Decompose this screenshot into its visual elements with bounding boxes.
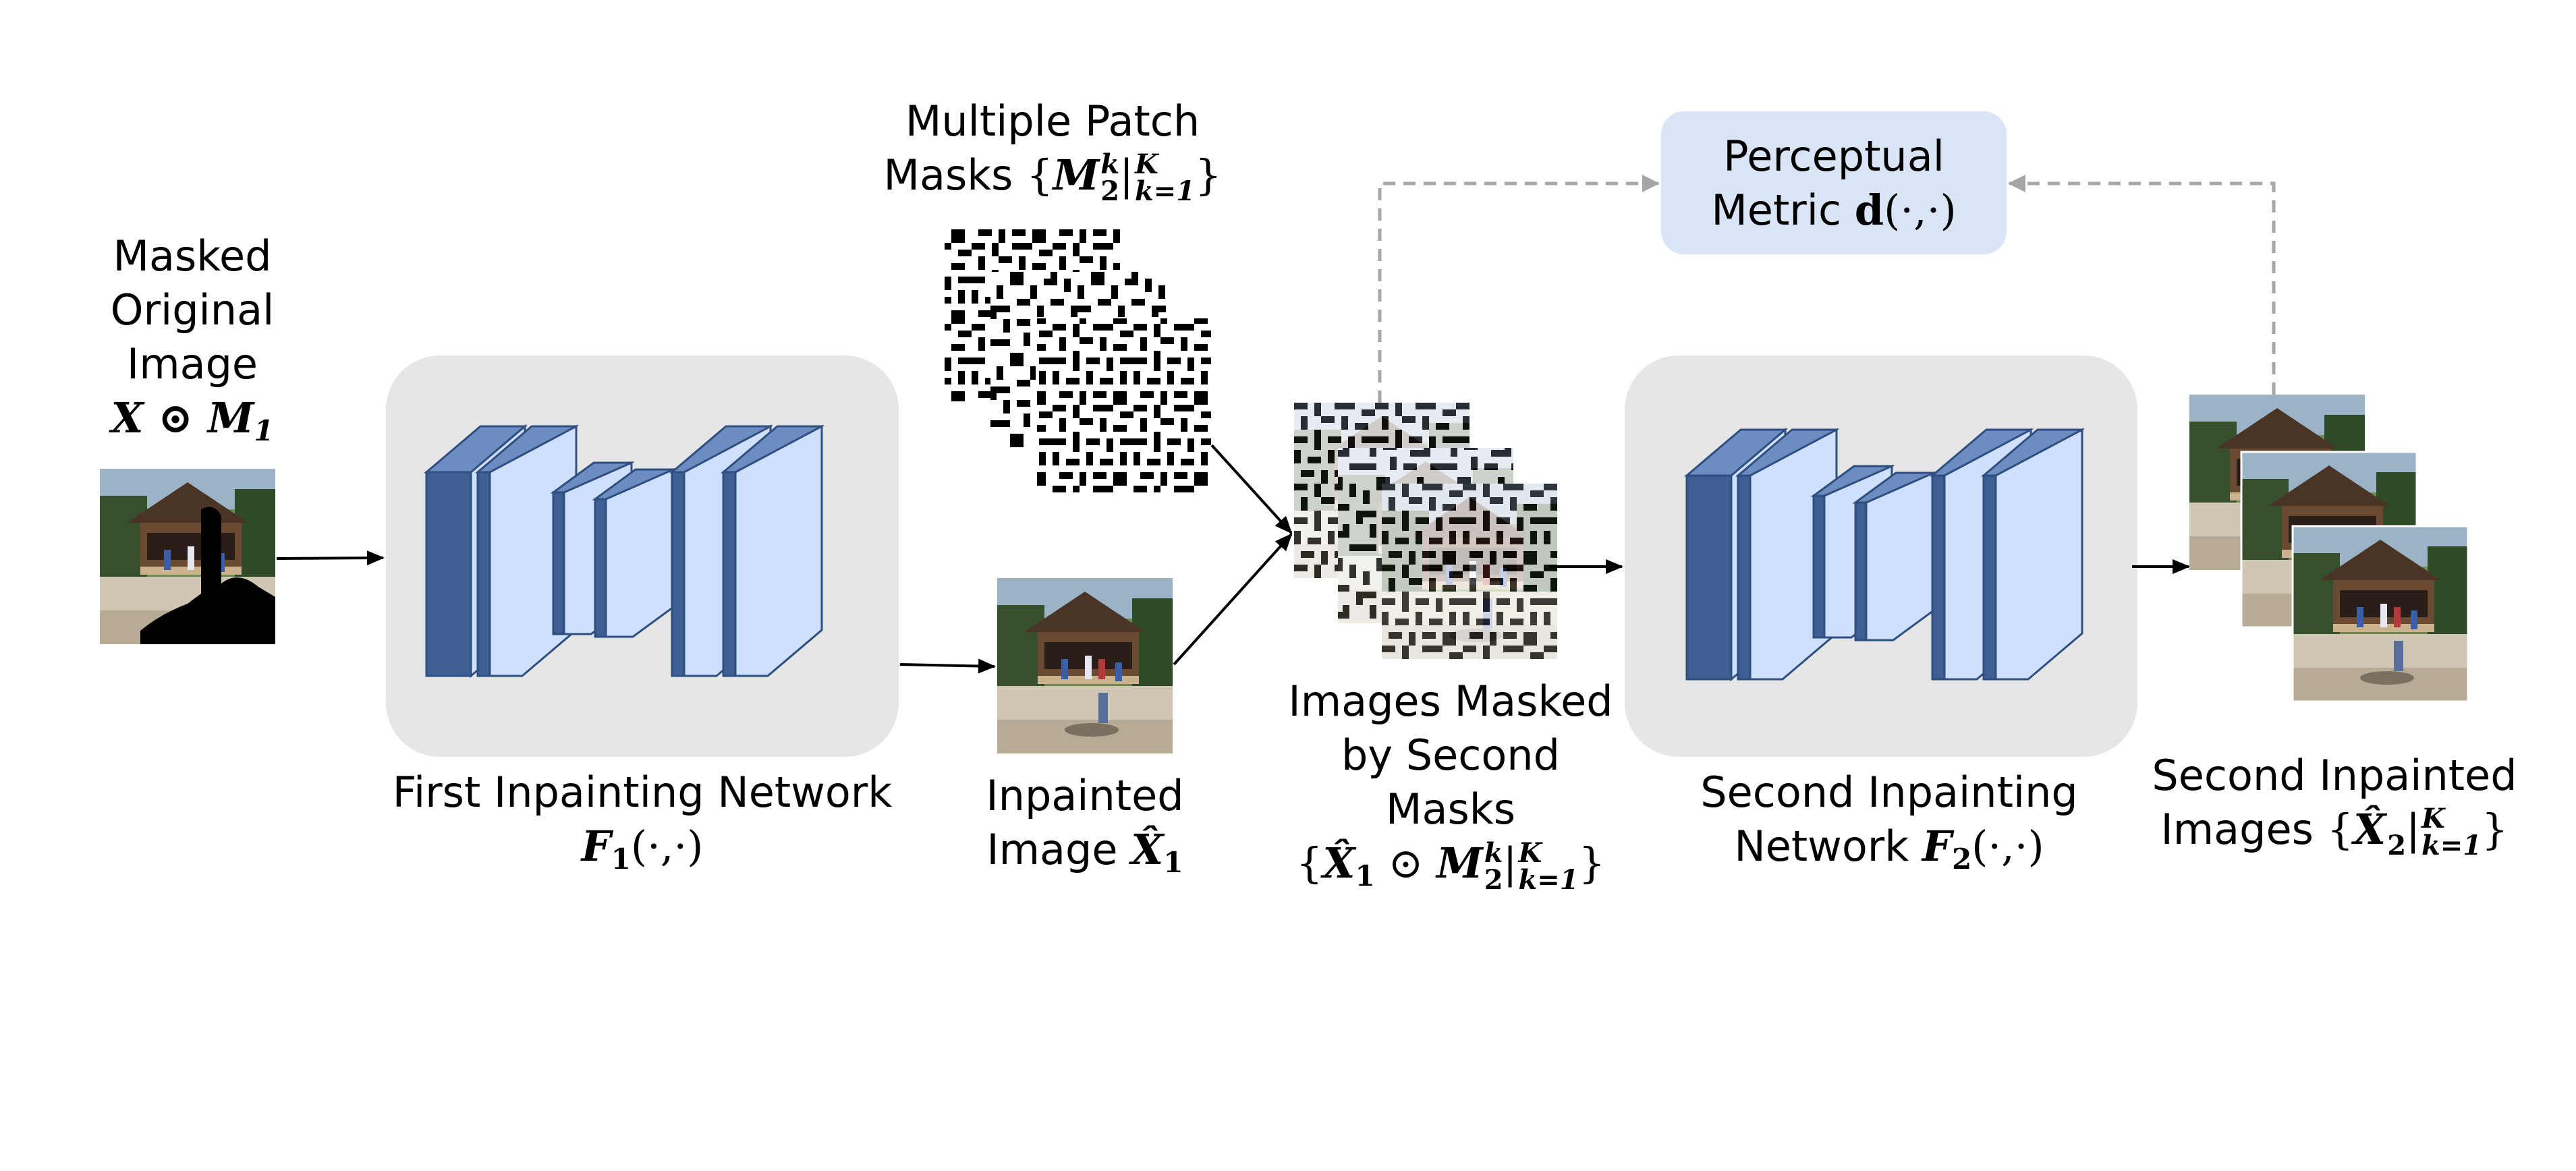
math-odot: ⊙ <box>1388 838 1424 888</box>
math-bar: | <box>2406 805 2420 854</box>
perceptual-metric-box <box>1661 111 2007 254</box>
math-sub-2: 2 <box>1951 842 1972 876</box>
masked-original-formula: X ⊙ M1 <box>81 391 304 458</box>
math-m: M <box>1053 150 1100 200</box>
math-bar: | <box>1119 150 1134 200</box>
math-args: (·,·) <box>1884 185 1957 235</box>
second-inpainted-line1: Second Inpainted <box>2152 751 2517 800</box>
math-xhat: X̂ <box>1322 838 1355 888</box>
perceptual-metric-label: Perceptual Metric d(·,·) <box>1661 130 2007 237</box>
math-xhat: X̂ <box>2353 805 2386 854</box>
arrow-inpainted-to-combined <box>1173 533 1293 666</box>
perceptual-line1: Perceptual <box>1723 132 1944 181</box>
math-sub-1: 1 <box>1355 859 1375 892</box>
math-sup-K: K <box>1518 836 1542 869</box>
math-sup-k: k <box>1484 836 1503 869</box>
patch-masks-stack <box>945 226 1212 494</box>
mask-region-icon <box>140 507 275 644</box>
math-rbrace: } <box>1195 150 1222 200</box>
masked-original-line1: Masked <box>113 231 272 281</box>
math-sub-2: 2 <box>1100 175 1120 207</box>
inpainted-line1: Inpainted <box>986 771 1184 820</box>
masked-original-line2: Original <box>110 285 275 335</box>
math-sub-1: 1 <box>611 842 631 876</box>
patch-masks-line1: Multiple Patch <box>905 96 1200 146</box>
math-args: (·,·) <box>1971 822 2044 871</box>
second-network-line2: Network <box>1734 822 1909 871</box>
math-bar: | <box>1503 838 1517 888</box>
math-rbrace: } <box>2482 805 2509 854</box>
math-m: M <box>207 393 254 442</box>
dashed-arrows <box>1378 175 2276 403</box>
first-network-title: First Inpainting Network <box>392 768 893 817</box>
math-sup-blank <box>2387 805 2406 832</box>
arrow-input-to-f1 <box>276 550 385 566</box>
masked-second-line1: Images Masked <box>1288 677 1613 726</box>
inpainted-image <box>997 578 1173 753</box>
math-sup-k: k <box>1100 148 1119 180</box>
first-network-label: First Inpainting Network F1(·,·) <box>386 766 899 886</box>
first-network-formula: F1(·,·) <box>386 820 899 886</box>
inpainted-line2-row: Image X̂1 <box>950 823 1220 890</box>
second-inpainted-images-stack <box>2189 395 2469 703</box>
patch-masks-line2: Masks <box>883 150 1013 200</box>
math-odot: ⊙ <box>158 393 194 442</box>
masked-original-line3: Image <box>126 339 258 389</box>
math-sub-k1: k=1 <box>2421 829 2482 861</box>
perceptual-line2-row: Metric d(·,·) <box>1661 183 2007 237</box>
math-sub-2: 2 <box>1484 863 1503 896</box>
math-f: F <box>1922 822 1952 871</box>
dashed-arrow-left <box>1378 175 1660 403</box>
math-d: d <box>1854 185 1884 235</box>
images-masked-second-stack <box>1294 403 1557 659</box>
math-m: M <box>1436 838 1483 888</box>
second-network-layers <box>1683 427 2085 682</box>
math-sub-2: 2 <box>2387 829 2407 861</box>
math-rbrace: } <box>1578 838 1606 888</box>
arrow-f1-to-inpainted <box>899 658 996 674</box>
masked-second-line2: by Second <box>1341 731 1560 780</box>
math-supsub: 2 <box>2387 805 2406 859</box>
masked-second-line3: Masks <box>1386 784 1515 834</box>
perceptual-line2: Metric <box>1711 185 1842 235</box>
math-sub-k1: k=1 <box>1518 863 1579 896</box>
math-lbrace: { <box>1026 150 1053 200</box>
masked-original-label: Masked Original Image X ⊙ M1 <box>81 229 304 458</box>
math-lbrace: { <box>2326 805 2354 854</box>
math-sub-1: 1 <box>1163 846 1183 879</box>
math-sup-K: K <box>2421 802 2445 834</box>
math-f: F <box>581 822 611 871</box>
math-xhat: X̂ <box>1131 825 1164 874</box>
inpainted-line2: Image <box>986 825 1118 874</box>
arrows <box>276 444 2190 674</box>
math-sub-1: 1 <box>254 414 274 447</box>
second-network-line1: Second Inpainting <box>1700 768 2078 817</box>
math-args: (·,·) <box>630 822 704 871</box>
masked-original-image <box>100 469 275 644</box>
math-x: X <box>111 393 144 442</box>
dashed-arrow-right <box>2008 175 2276 395</box>
second-inpainted-line2: Images <box>2160 805 2314 854</box>
second-network-line2-row: Network F2(·,·) <box>1646 820 2132 886</box>
first-network-layers <box>423 424 825 679</box>
second-network-label: Second Inpainting Network F2(·,·) <box>1646 766 2132 886</box>
math-sub-k1: k=1 <box>1135 175 1196 207</box>
inpainted-image-label: Inpainted Image X̂1 <box>950 769 1220 890</box>
arrow-masks-to-combined <box>1210 444 1293 534</box>
math-sup-K: K <box>1135 148 1158 180</box>
math-lbrace: { <box>1295 838 1323 888</box>
